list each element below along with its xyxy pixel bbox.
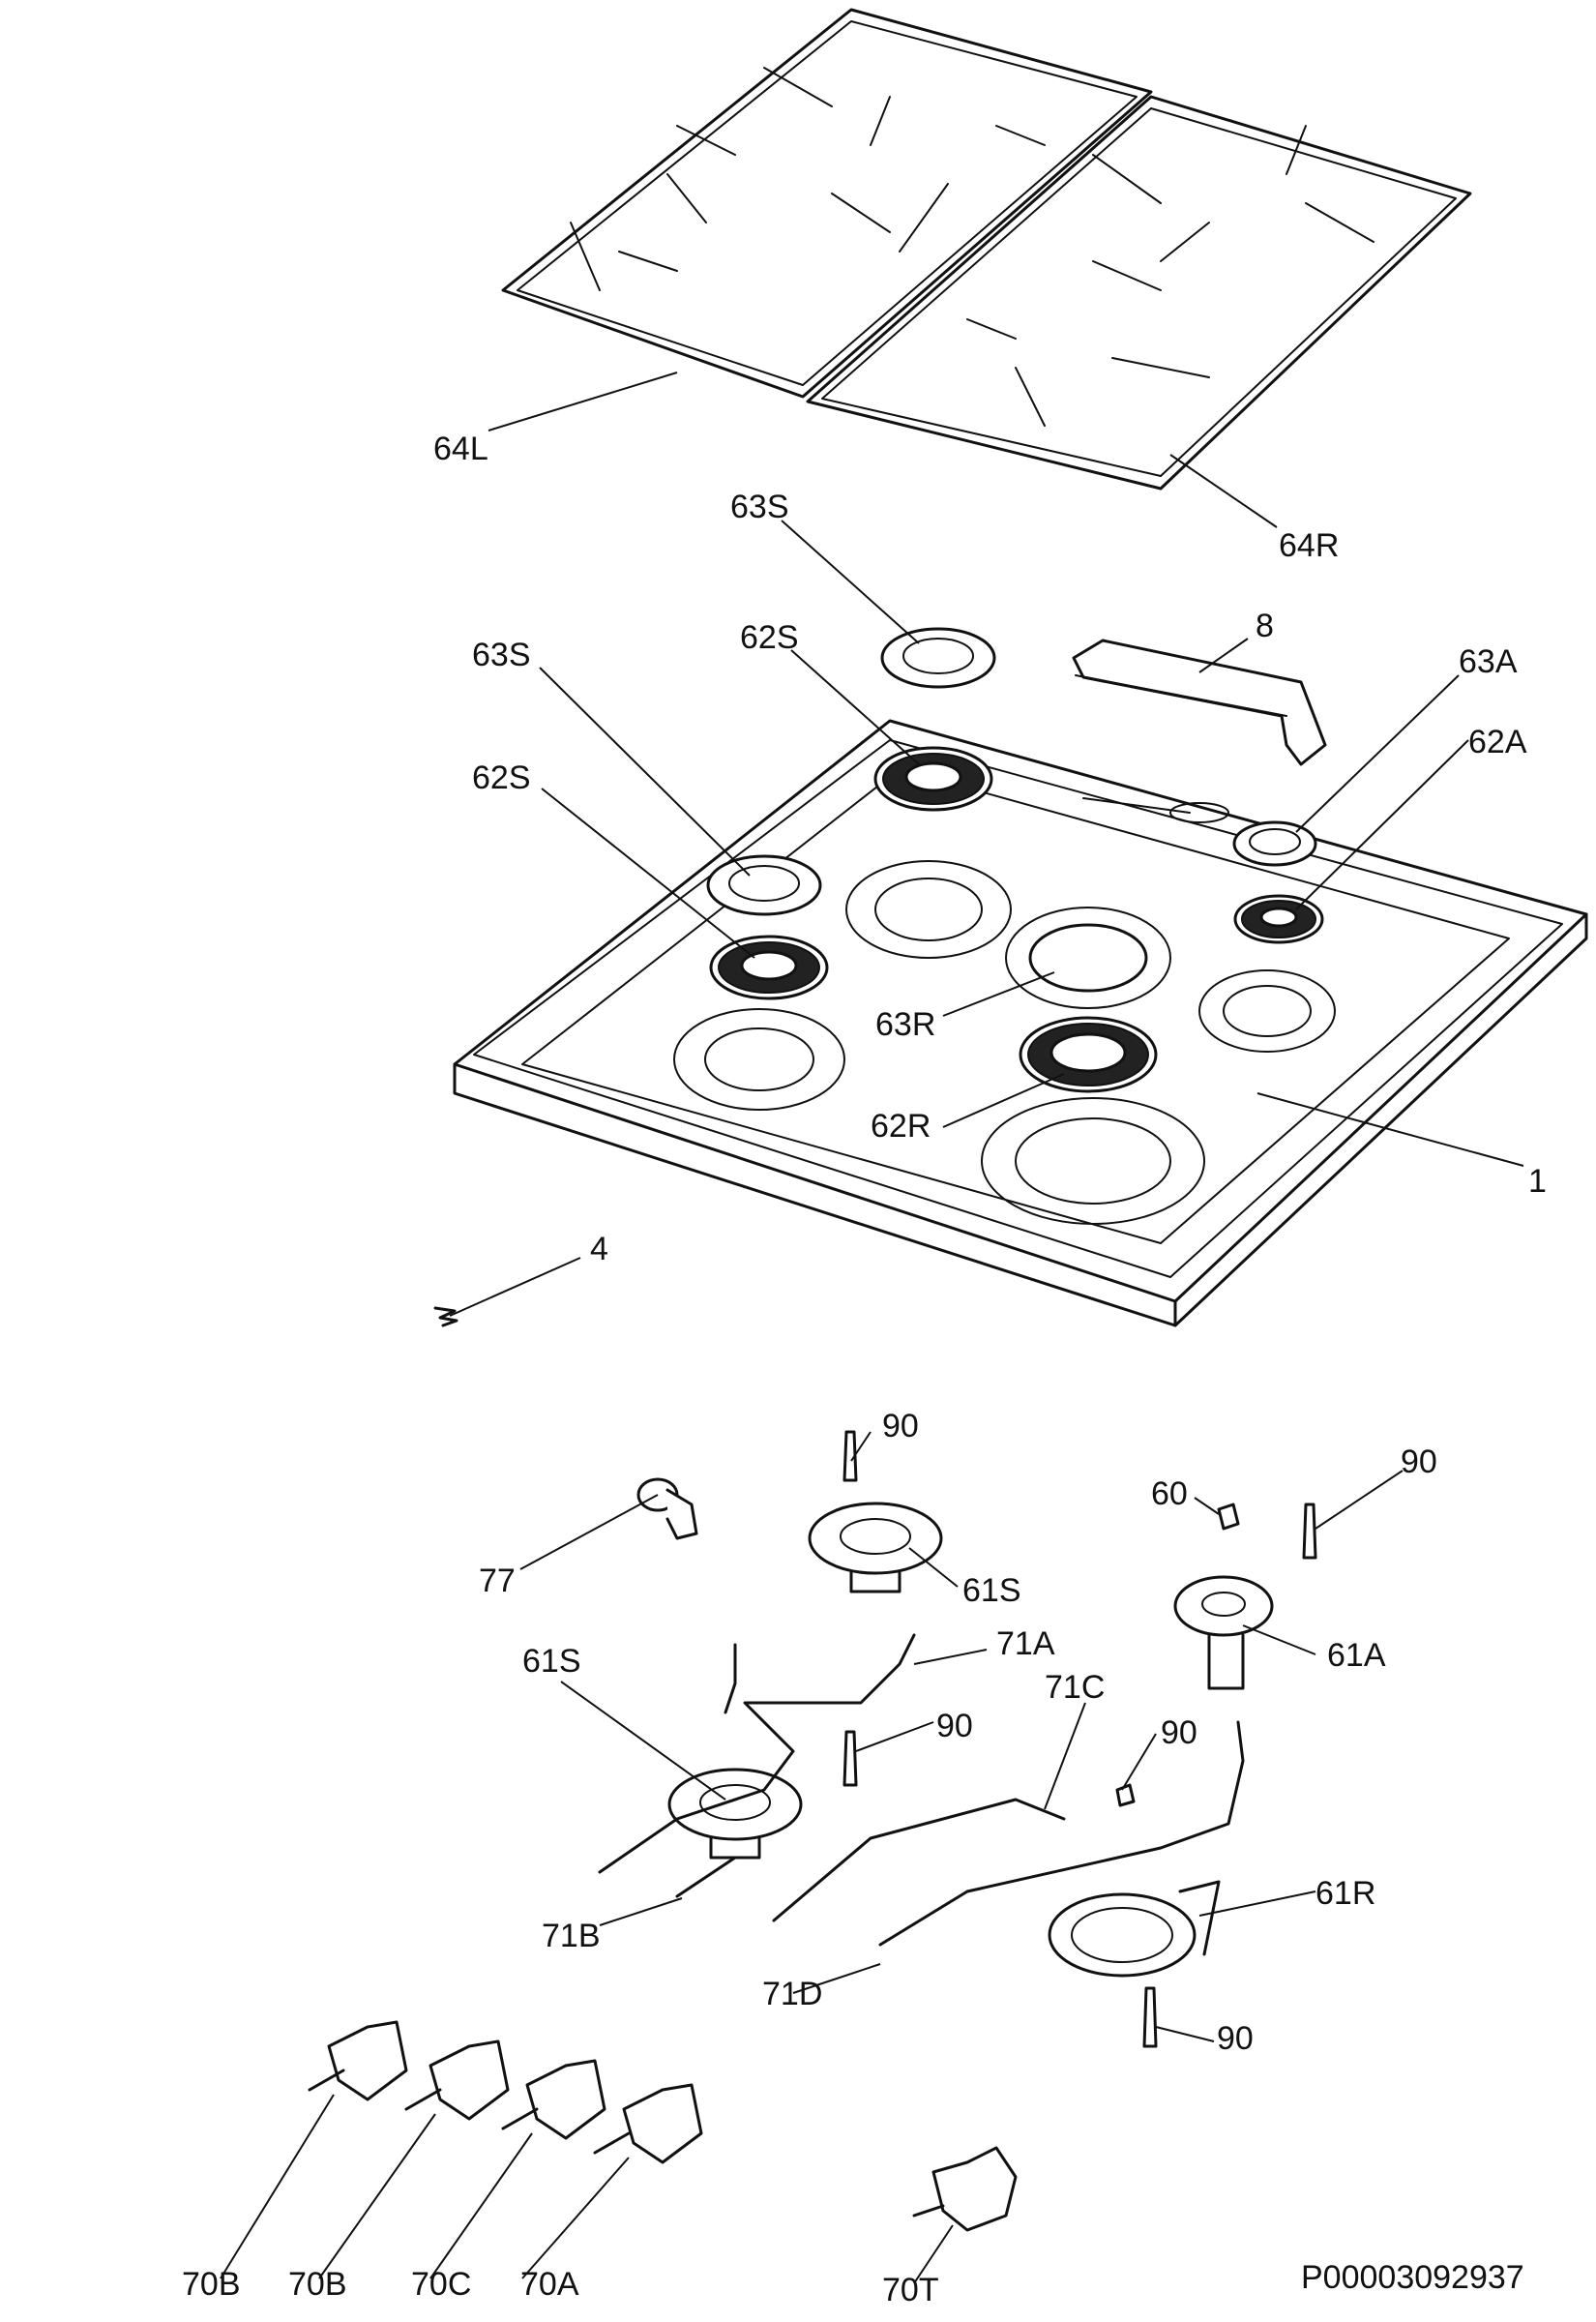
label-71B: 71B [542,1918,601,1954]
label-64L: 64L [433,431,488,467]
label-90-d: 90 [1161,1714,1197,1751]
gas-tap-70T[interactable] [912,2146,1018,2232]
pan-support-left[interactable] [501,8,1153,399]
label-70A: 70A [520,2266,579,2303]
label-71D: 71D [762,1976,822,2012]
burner-head-62S-left[interactable] [709,935,829,1000]
label-1: 1 [1528,1163,1547,1200]
gas-pipe-71B[interactable] [675,1856,737,1898]
label-90-a: 90 [882,1408,919,1444]
label-70B-1: 70B [182,2266,241,2303]
label-90-b: 90 [1401,1444,1437,1480]
burner-cup-61A[interactable] [1173,1575,1274,1690]
elbow-connector-77[interactable] [636,1477,698,1540]
label-63S-top: 63S [730,489,789,525]
label-70B-2: 70B [288,2266,347,2303]
burner-cap-63S-left[interactable] [706,854,822,916]
gas-pipe-71C[interactable] [772,1798,1066,1922]
label-63A: 63A [1459,643,1518,680]
handle-bar-8[interactable] [1072,639,1327,766]
thermocouple-90-a[interactable] [842,1430,858,1482]
label-90-c: 90 [936,1708,973,1744]
burner-head-62A[interactable] [1233,894,1324,944]
gas-pipe-71D[interactable] [878,1720,1245,1947]
label-61A: 61A [1327,1637,1386,1674]
gas-tap-70B-1[interactable] [308,2020,408,2101]
label-60: 60 [1151,1475,1188,1512]
thermocouple-90-c[interactable] [842,1730,858,1787]
burner-cap-63S-top[interactable] [880,627,996,689]
label-61S-top: 61S [962,1572,1021,1609]
thermocouple-90-b[interactable] [1302,1503,1317,1560]
burner-head-62R[interactable] [1019,1016,1158,1093]
thermocouple-90-e[interactable] [1142,1986,1158,2048]
label-62A: 62A [1468,724,1527,760]
nut-60[interactable] [1217,1503,1240,1531]
thermocouple-90-d[interactable] [1115,1783,1136,1807]
label-71C: 71C [1045,1669,1105,1706]
label-61S-left: 61S [522,1643,581,1680]
gas-tap-70B-2[interactable] [404,2039,510,2121]
clip-4[interactable] [433,1306,458,1327]
label-8: 8 [1256,608,1274,644]
label-63S-left: 63S [472,637,531,673]
burner-cap-63R[interactable] [1028,923,1148,993]
label-64R: 64R [1279,527,1339,564]
label-62S-top: 62S [740,619,799,656]
label-70C: 70C [411,2266,471,2303]
drawing-code: P00003092937 [1301,2259,1524,2296]
hob-top-1[interactable] [453,719,1588,1327]
gas-tap-70A[interactable] [593,2083,703,2164]
burner-cap-63A[interactable] [1232,820,1317,867]
gas-pipe-71A[interactable] [598,1633,916,1874]
leader-lines [220,372,1524,2284]
burner-cup-61R[interactable] [1048,1880,1221,1978]
burner-head-62S-top[interactable] [873,746,993,812]
pan-support-right[interactable] [806,95,1472,491]
label-71A: 71A [996,1625,1055,1662]
label-4: 4 [590,1231,608,1267]
gas-tap-70C[interactable] [501,2059,606,2140]
label-62S-left: 62S [472,759,531,796]
label-90-e: 90 [1217,2020,1254,2057]
label-63R: 63R [875,1006,935,1043]
label-77: 77 [479,1563,516,1599]
part-labels: 64L 64R 63S 8 62S 63S 63A 62A 62S 63R 62… [182,431,1547,2308]
label-62R: 62R [871,1108,931,1145]
label-61R: 61R [1315,1875,1375,1912]
burner-cup-61S-top[interactable] [808,1502,943,1593]
label-70T: 70T [882,2272,939,2308]
